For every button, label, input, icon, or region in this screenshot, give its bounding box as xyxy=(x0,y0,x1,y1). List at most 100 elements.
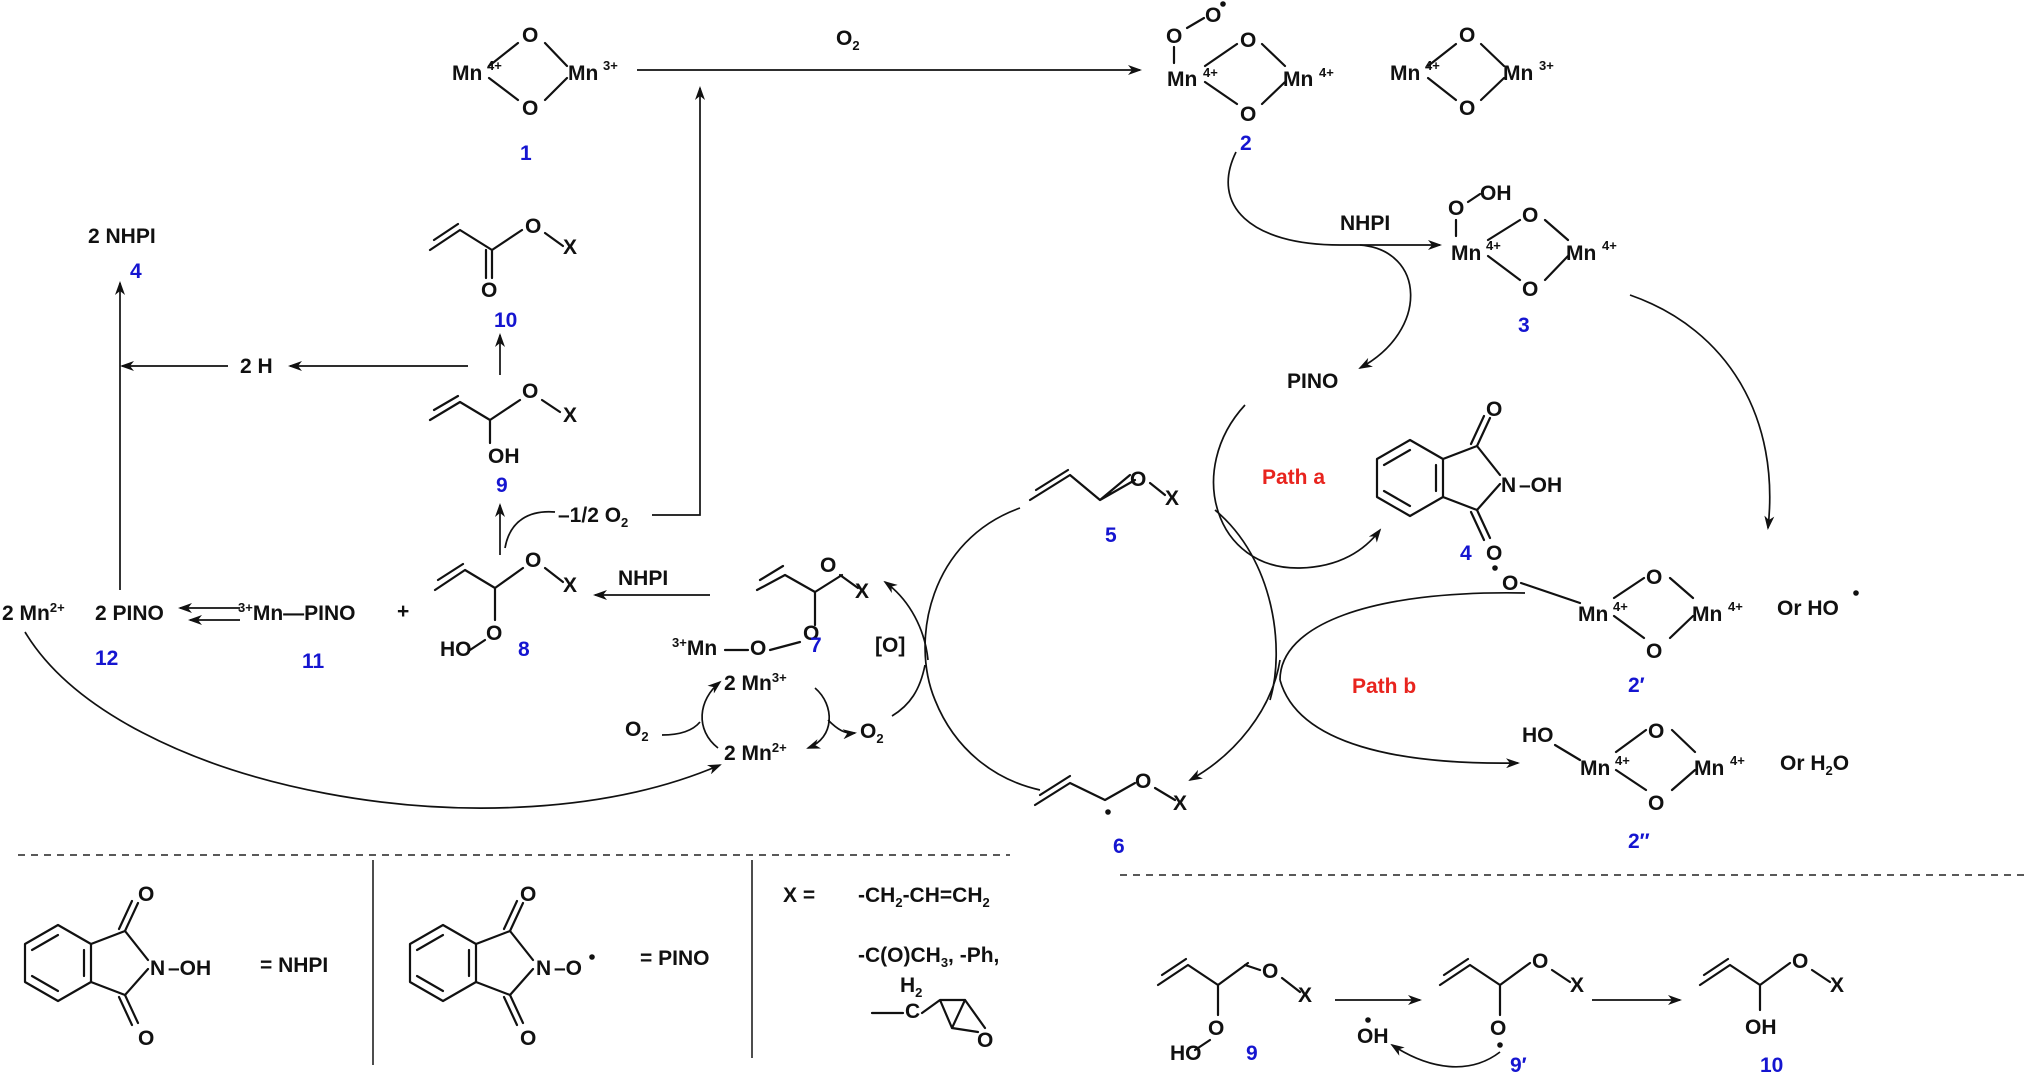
legend-nhpi-label: = NHPI xyxy=(260,954,328,977)
legend-pino-structure: O O N –O xyxy=(408,883,595,1050)
o-bridge-top: O xyxy=(1646,566,1662,589)
o-bridge-bottom: O xyxy=(1240,103,1256,126)
ho-group: HO xyxy=(440,638,472,661)
path-b-arrow-to-6 xyxy=(1188,659,1281,781)
o-atom: O xyxy=(522,380,538,403)
allyl-radical-6: O X 6 xyxy=(1033,770,1187,858)
mn-left-charge: 4+ xyxy=(487,58,502,73)
mn-b-charge: 4+ xyxy=(1602,238,1617,253)
o2-right: O2 xyxy=(860,720,884,746)
x-option-glycidyl: H2 C O xyxy=(870,974,993,1052)
o-atom: O xyxy=(1130,468,1146,491)
two-nhpi-label: 2 NHPI xyxy=(88,225,156,248)
oh-group: OH xyxy=(488,445,520,468)
n-atom: N xyxy=(536,957,551,980)
mn-a: Mn xyxy=(1451,242,1481,265)
nhpi-molecule-4: O O N –OH 4 xyxy=(1375,398,1562,565)
o-atom: O xyxy=(1262,960,1278,983)
radical-dot xyxy=(1220,1,1226,7)
arrow-2-to-3 xyxy=(1227,151,1442,250)
hydroperoxo-dimer-3: O OH O O Mn 4+ Mn 4+ 3 xyxy=(1448,182,1617,337)
alkoxy-radical-9prime: O X O 9′ xyxy=(1438,950,1584,1077)
mn-left: Mn xyxy=(452,62,482,85)
mn-right-charge: 3+ xyxy=(1539,58,1554,73)
oxidation-label: [O] xyxy=(875,634,905,657)
x-group: X xyxy=(1173,792,1187,815)
arrow-o2-in xyxy=(661,721,701,736)
carbonyl-o-top: O xyxy=(520,883,536,906)
alcohol-9: O X OH 9 xyxy=(428,380,577,497)
n-oh: –OH xyxy=(1519,474,1562,497)
plus-sign: + xyxy=(397,600,409,623)
mn-b-charge: 4+ xyxy=(1728,599,1743,614)
hydroxyl-radical: OH xyxy=(1357,1025,1389,1048)
mn-a-charge: 4+ xyxy=(1615,753,1630,768)
o-peroxide-a: O xyxy=(803,622,819,645)
mn-right: Mn xyxy=(1503,62,1533,85)
mn-left-charge: 4+ xyxy=(1425,58,1440,73)
radical-dot xyxy=(1497,1042,1503,1048)
ch2-c: C xyxy=(905,1000,920,1023)
x-group: X xyxy=(1298,984,1312,1007)
peroxo-dimer-2: O O O O Mn 4+ Mn 4+ 2 xyxy=(1166,1,1334,155)
mn-dimer-1: O O Mn 4+ Mn 3+ 1 xyxy=(452,24,618,165)
epoxide-o: O xyxy=(977,1029,993,1052)
x-group: X xyxy=(563,236,577,259)
arrow-3-to-2prime xyxy=(1629,294,1775,530)
x-group: X xyxy=(1165,487,1179,510)
o-bridge-top: O xyxy=(522,24,538,47)
o-atom: O xyxy=(1792,950,1808,973)
two-h-label: 2 H xyxy=(240,355,273,378)
carbonyl-o-bottom: O xyxy=(138,1027,154,1050)
o-bridge-bottom: O xyxy=(1646,640,1662,663)
o-hydroperoxo: O xyxy=(1448,197,1464,220)
o-peroxide: O xyxy=(486,622,502,645)
or-water: Or H2O xyxy=(1780,752,1849,778)
radical-dot xyxy=(589,954,595,960)
arrow-mn2-to-mn3 xyxy=(701,680,722,749)
mn-a: Mn xyxy=(1578,603,1608,626)
x-option-allyl: -CH2-CH=CH2 xyxy=(858,884,990,910)
arrow-o2-up-to-1 xyxy=(652,86,705,516)
o-bridge-top: O xyxy=(1522,204,1538,227)
o-bridge-top: O xyxy=(1240,29,1256,52)
two-mn3: 2 Mn3+ xyxy=(724,670,787,695)
oxyl-dimer-2prime: O O O Mn 4+ Mn 4+ 2′ xyxy=(1492,565,1743,697)
compound-number-10: 10 xyxy=(494,309,517,332)
mn-peroxide-7: O X O O 3+Mn 7 xyxy=(672,554,869,660)
compound-number-9prime: 9′ xyxy=(1510,1054,1527,1077)
mn-b-charge: 4+ xyxy=(1730,753,1745,768)
carbonyl-o-bottom: O xyxy=(520,1027,536,1050)
arrow-release-oh xyxy=(1390,1043,1501,1068)
curved-arrow-release-o2 xyxy=(504,510,556,549)
compound-number-9-bottom: 9 xyxy=(1246,1042,1258,1065)
compound-number-9: 9 xyxy=(496,474,508,497)
bottom-alcohol-10: O X OH 10 xyxy=(1698,950,1844,1077)
mn-b: Mn xyxy=(1283,68,1313,91)
o-atom: O xyxy=(1532,950,1548,973)
o-bridge-bottom: O xyxy=(522,97,538,120)
arrow-mn2-cycle xyxy=(24,631,722,809)
allyl-ester-5: O X 5 xyxy=(1028,468,1179,547)
o-bridge-top: O xyxy=(1648,720,1664,743)
bottom-hydroperoxide-9: O X O HO 9 xyxy=(1156,957,1312,1065)
cycle-arrow-to-7 xyxy=(883,580,929,661)
mn-b: Mn xyxy=(1692,603,1722,626)
mn3-pino-label: 3+Mn—PINO xyxy=(238,600,356,625)
n-atom: N xyxy=(150,957,165,980)
o-bridge-bottom: O xyxy=(1648,792,1664,815)
two-pino-label: 2 PINO xyxy=(95,602,164,625)
n-oh: –OH xyxy=(168,957,211,980)
compound-number-3: 3 xyxy=(1518,314,1530,337)
mn-right-charge: 3+ xyxy=(603,58,618,73)
acrylate-10: O X O 10 xyxy=(428,215,577,332)
legend-nhpi-structure: O O N –OH xyxy=(23,883,211,1050)
ho-group: HO xyxy=(1522,724,1554,747)
mn3-prefix: 3+Mn xyxy=(672,635,717,660)
two-mn2: 2 Mn2+ xyxy=(724,740,787,765)
n-atom: N xyxy=(1501,474,1516,497)
o-peroxo-bottom: O xyxy=(1166,25,1182,48)
x-group: X xyxy=(855,580,869,603)
cycle-arc-right xyxy=(1214,509,1278,701)
path-a-arrow xyxy=(1212,404,1382,569)
